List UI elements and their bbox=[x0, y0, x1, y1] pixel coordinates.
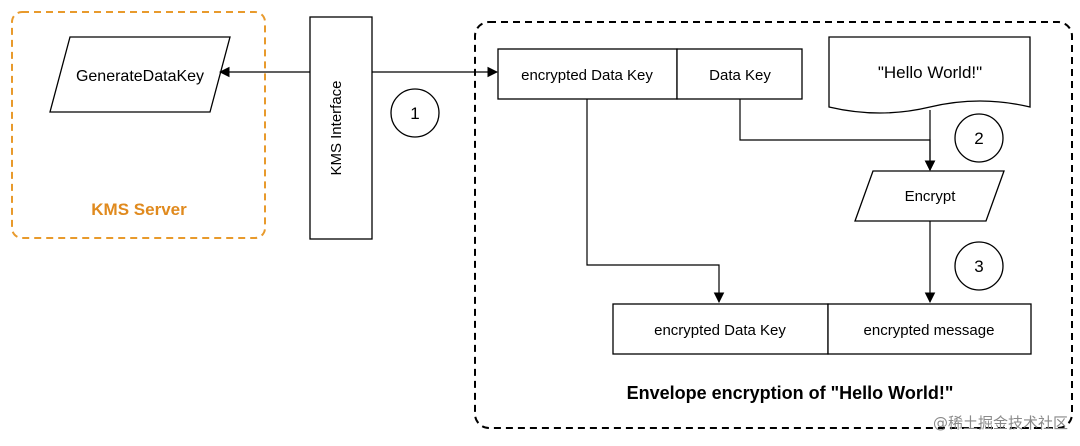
envelope-caption: Envelope encryption of "Hello World!" bbox=[627, 383, 954, 403]
kms-server-title: KMS Server bbox=[91, 200, 187, 219]
output-encrypted-key-label: encrypted Data Key bbox=[654, 322, 786, 339]
step-2-marker bbox=[954, 113, 1004, 163]
envelope-container bbox=[474, 21, 1073, 429]
step-3-label: 3 bbox=[974, 257, 983, 276]
generate-data-key-label: GenerateDataKey bbox=[76, 68, 204, 85]
hello-world-document bbox=[828, 36, 1031, 114]
step-2-label: 2 bbox=[974, 129, 983, 148]
encrypted-key-to-output-arrow bbox=[586, 99, 725, 304]
output-encrypted-message-label: encrypted message bbox=[864, 322, 995, 339]
encrypt-shape bbox=[854, 170, 1005, 222]
output-encrypted-message-cell bbox=[827, 303, 1032, 355]
kms-server-container bbox=[11, 11, 266, 239]
step-1-label: 1 bbox=[410, 104, 419, 123]
watermark: @稀土掘金技术社区 bbox=[932, 414, 1068, 432]
kms-interface-label: KMS Interface bbox=[328, 80, 345, 175]
encrypted-data-key-label: encrypted Data Key bbox=[521, 67, 653, 84]
data-key-label: Data Key bbox=[709, 67, 771, 84]
kms-interface-box bbox=[309, 16, 373, 240]
encrypt-label: Encrypt bbox=[905, 188, 957, 205]
hello-world-text: "Hello World!" bbox=[878, 63, 982, 82]
generate-data-key-shape bbox=[49, 36, 231, 113]
output-encrypted-key-cell bbox=[612, 303, 829, 355]
step-3-marker bbox=[954, 241, 1004, 291]
step-1-marker bbox=[390, 88, 440, 138]
